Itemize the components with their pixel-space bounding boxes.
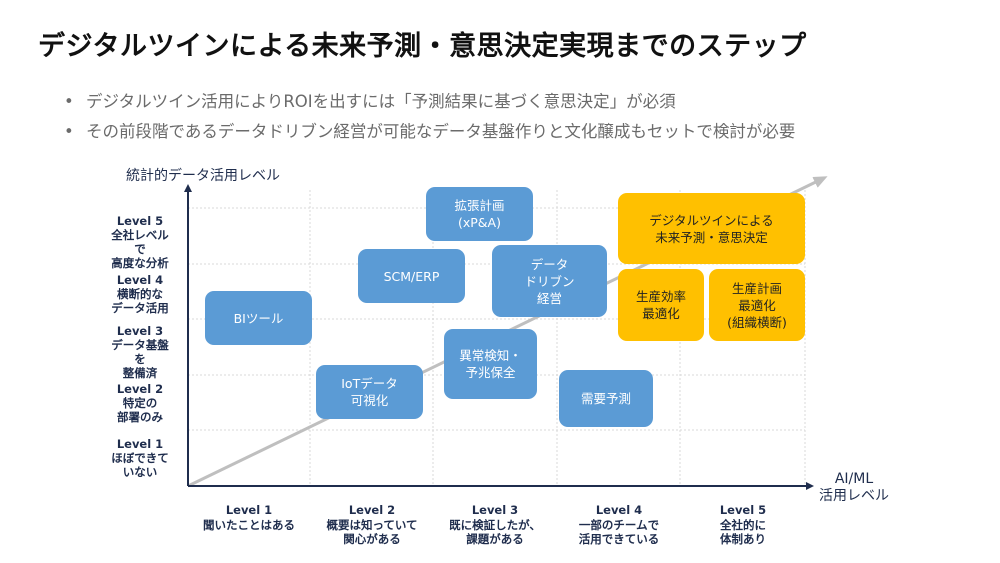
- box-label: 予兆保全: [465, 365, 516, 380]
- y-level-1: Level 1 ほぼできて いない: [92, 437, 188, 479]
- bullet-item: デジタルツイン活用によりROIを出すには「予測結果に基づく意思決定」が必須: [62, 90, 795, 120]
- y-level-desc: データ活用: [111, 301, 169, 315]
- x-level-title: Level 3: [471, 503, 519, 517]
- x-level-desc: 既に検証したが、: [449, 517, 541, 532]
- bullet-list: デジタルツイン活用によりROIを出すには「予測結果に基づく意思決定」が必須 その…: [62, 90, 795, 150]
- x-axis-title-line: 活用レベル: [819, 488, 889, 504]
- x-level-title: Level 1: [225, 503, 273, 517]
- box-label: デジタルツインによる: [649, 212, 774, 228]
- box-label: SCM/ERP: [383, 268, 440, 284]
- y-level-desc: 横断的な: [117, 287, 163, 301]
- y-level-desc: いない: [122, 465, 158, 479]
- x-level-desc: 課題がある: [466, 532, 524, 546]
- box-label: 可視化: [350, 393, 389, 408]
- box-label: 拡張計画: [454, 198, 505, 213]
- x-level-2: Level 2 概要は知っていて 関心がある: [309, 503, 435, 547]
- y-axis-title: 統計的データ活用レベル: [126, 168, 280, 184]
- y-level-desc: データ基盤: [111, 338, 169, 352]
- box-label: BIツール: [233, 310, 284, 326]
- box-label: 異常検知・: [459, 348, 522, 363]
- box-label: 最適化: [642, 306, 680, 321]
- box-anomaly-detection: 異常検知・ 予兆保全: [444, 329, 537, 399]
- y-level-3: Level 3 データ基盤 を 整備済: [92, 324, 188, 380]
- x-level-1: Level 1 聞いたことはある: [186, 503, 312, 532]
- y-level-2: Level 2 特定の 部署のみ: [92, 382, 188, 424]
- y-level-title: Level 1: [116, 437, 164, 451]
- x-axis-title: AI/ML 活用レベル: [814, 471, 894, 505]
- box-production-planning: 生産計画 最適化 (組織横断): [709, 269, 805, 341]
- bullet-item: その前段階であるデータドリブン経営が可能なデータ基盤作りと文化醸成もセットで検討…: [62, 120, 795, 150]
- x-level-4: Level 4 一部のチームで 活用できている: [556, 503, 682, 547]
- x-level-desc: 体制あり: [720, 532, 766, 546]
- x-level-5: Level 5 全社的に 体制あり: [680, 503, 806, 547]
- y-level-desc: 部署のみ: [117, 410, 163, 424]
- box-iot-visualization: IoTデータ 可視化: [316, 365, 423, 419]
- box-digital-twin-decision: デジタルツインによる 未来予測・意思決定: [618, 193, 805, 264]
- box-extended-planning: 拡張計画 (xP&A): [426, 187, 533, 241]
- x-level-desc: 関心がある: [343, 532, 401, 546]
- y-level-desc: 整備済: [122, 366, 158, 380]
- box-label: 未来予測・意思決定: [655, 229, 768, 245]
- box-production-efficiency: 生産効率 最適化: [618, 269, 704, 341]
- x-level-3: Level 3 既に検証したが、 課題がある: [432, 503, 558, 547]
- y-level-desc: 高度な分析: [111, 256, 169, 270]
- box-label: 生産計画: [731, 280, 782, 296]
- y-level-desc: 全社レベル: [111, 228, 169, 242]
- box-label: 経営: [536, 290, 562, 306]
- box-bi-tool: BIツール: [205, 291, 312, 345]
- box-label: データ: [530, 256, 569, 272]
- x-level-title: Level 4: [595, 503, 643, 517]
- y-level-title: Level 3: [116, 324, 164, 338]
- y-level-desc: ほぼできて: [111, 451, 169, 465]
- box-label: (xP&A): [457, 215, 501, 230]
- box-data-driven-management: データ ドリブン 経営: [492, 245, 607, 317]
- box-label: 最適化: [738, 297, 776, 313]
- y-level-title: Level 5: [116, 214, 164, 228]
- x-level-desc: 一部のチームで: [578, 517, 660, 532]
- box-demand-forecast: 需要予測: [559, 370, 653, 427]
- y-level-4: Level 4 横断的な データ活用: [92, 273, 188, 315]
- box-scm-erp: SCM/ERP: [358, 249, 465, 303]
- y-level-5: Level 5 全社レベル で 高度な分析: [92, 214, 188, 270]
- x-level-title: Level 5: [719, 503, 767, 517]
- box-label: ドリブン: [524, 273, 575, 289]
- x-axis-title-line: AI/ML: [834, 471, 874, 487]
- box-label: IoTデータ: [341, 376, 398, 391]
- box-label: (組織横断): [727, 314, 787, 330]
- box-label: 需要予測: [580, 391, 631, 406]
- x-level-title: Level 2: [348, 503, 396, 517]
- y-level-title: Level 4: [116, 273, 164, 287]
- y-level-desc: 特定の: [122, 396, 158, 410]
- page-title: デジタルツインによる未来予測・意思決定実現までのステップ: [38, 31, 807, 62]
- y-level-desc: で: [134, 242, 146, 256]
- box-label: 生産効率: [635, 289, 686, 304]
- x-level-desc: 聞いたことはある: [203, 517, 295, 532]
- y-level-title: Level 2: [116, 382, 164, 396]
- y-level-desc: を: [134, 352, 146, 366]
- x-level-desc: 概要は知っていて: [326, 517, 418, 532]
- x-level-desc: 全社的に: [720, 517, 766, 532]
- x-level-desc: 活用できている: [578, 532, 660, 546]
